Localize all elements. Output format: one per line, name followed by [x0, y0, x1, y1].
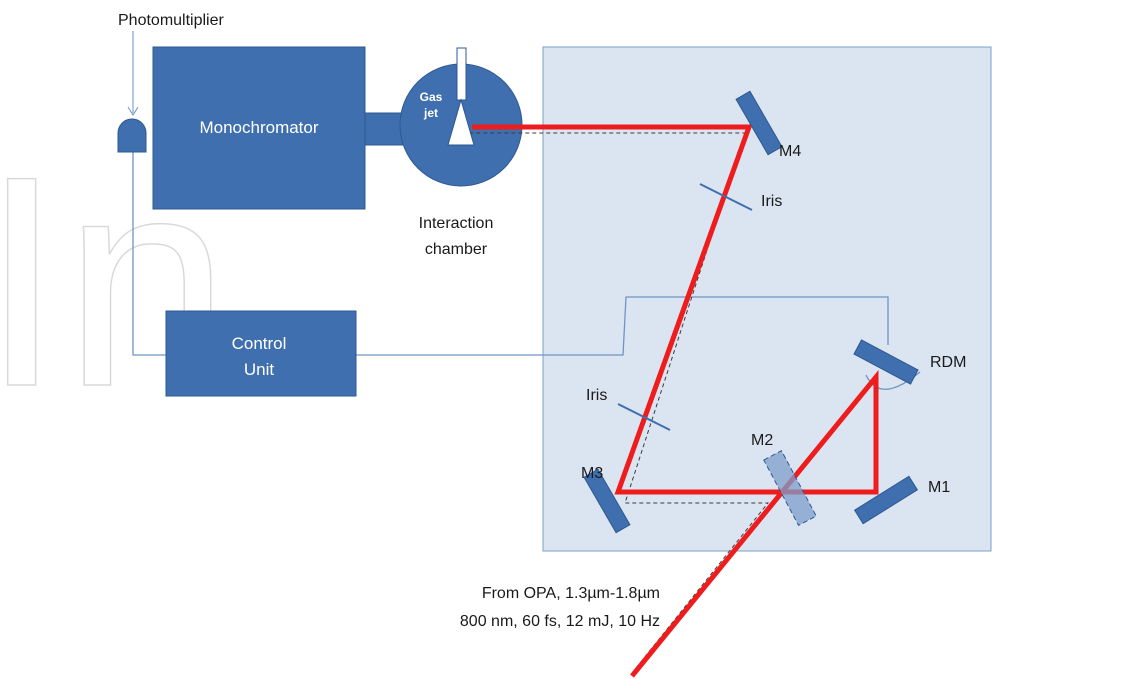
m3-label: M3: [581, 465, 603, 482]
gas-nozzle: [456, 47, 467, 101]
iris-lower: [617, 403, 671, 431]
control-label-line2: Unit: [244, 360, 275, 379]
m2-label: M2: [751, 432, 773, 449]
control-wire: [356, 296, 889, 356]
reference-beam-dashed: [470, 132, 770, 669]
interaction-label-line1: Interaction: [419, 215, 494, 232]
photomultiplier-wire: [132, 152, 166, 356]
gas-jet: [447, 98, 475, 146]
iris-upper: [699, 183, 753, 211]
interaction-label-line2: chamber: [425, 241, 488, 258]
iris-upper-label: Iris: [761, 193, 782, 210]
m1-label: M1: [928, 479, 950, 496]
monochromator: [152, 46, 366, 210]
pointer-arrowhead: [127, 106, 139, 116]
iris-lower-label: Iris: [586, 387, 607, 404]
source-label-line1: From OPA, 1.3µm-1.8µm: [482, 585, 660, 602]
control-unit: [165, 310, 357, 397]
mirror-m3: [583, 468, 631, 534]
laser-beam: [472, 124, 879, 678]
source-label-line2: 800 nm, 60 fs, 12 mJ, 10 Hz: [460, 613, 660, 630]
mirror-m1: [853, 475, 919, 525]
photomultiplier: [117, 118, 147, 153]
gas-label: Gas: [420, 90, 443, 104]
photomultiplier-label: Photomultiplier: [118, 12, 225, 29]
m4-label: M4: [779, 143, 801, 160]
monochromator-connector: [364, 112, 406, 146]
mirror-m2-beamsplitter: [763, 449, 817, 527]
control-label-line1: Control: [232, 334, 287, 353]
monochromator-label: Monochromator: [199, 118, 318, 137]
jet-label: jet: [423, 106, 438, 120]
rdm-label: RDM: [930, 354, 966, 371]
mirror-rdm: [853, 339, 919, 385]
mirror-m4: [735, 90, 783, 156]
